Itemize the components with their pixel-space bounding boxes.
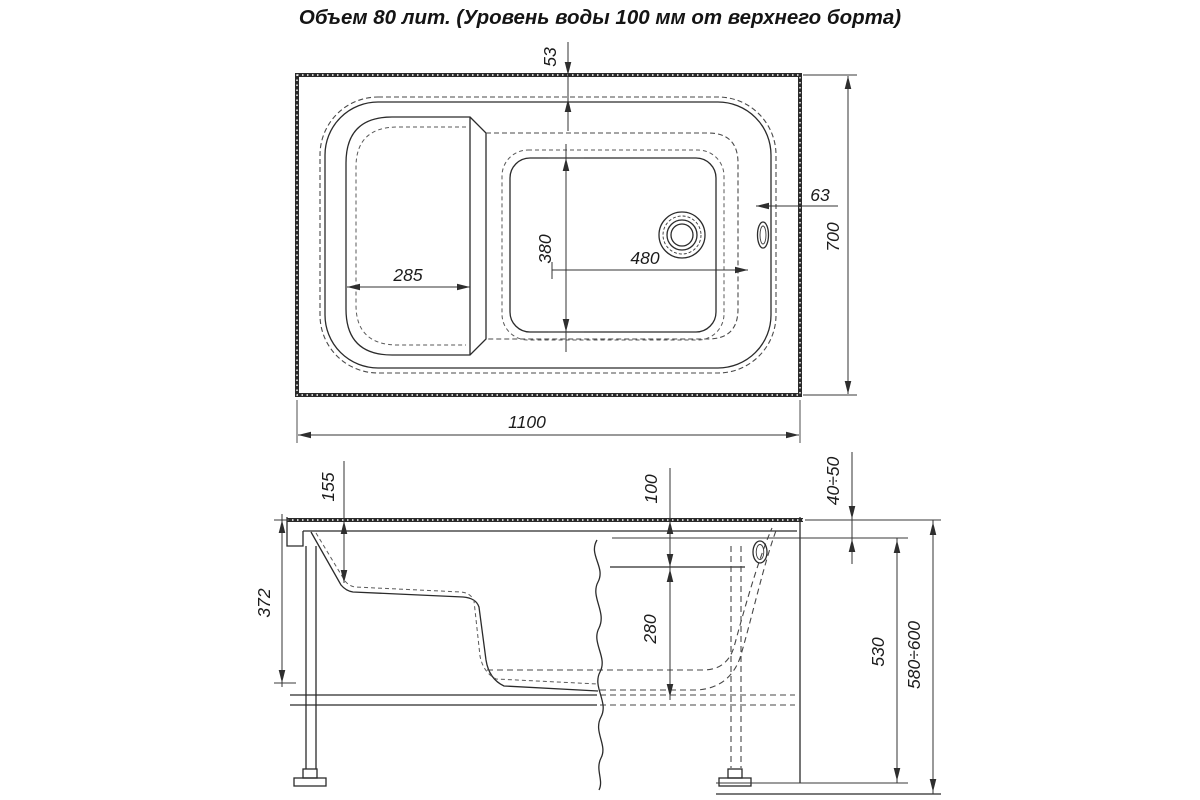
dim-label-480: 480 — [630, 248, 659, 268]
overflow-top — [756, 221, 770, 249]
bowl-bottom-dashed — [501, 149, 725, 341]
support-frame — [290, 517, 801, 787]
break-wavy-line — [593, 539, 604, 791]
bowl-exterior-bottom-hidden — [600, 527, 778, 691]
dim-overflow-63: 63 — [756, 185, 838, 210]
seat-outline — [345, 116, 487, 356]
overflow-side-inner — [755, 544, 765, 560]
overflow-outer — [756, 221, 770, 249]
drain-hole — [670, 223, 694, 247]
dim-bottom-480: 480 — [551, 248, 748, 279]
rim-left-lip — [286, 517, 304, 547]
drain — [658, 211, 706, 259]
dim-label-580-600: 580÷600 — [904, 621, 924, 689]
dim-label-100: 100 — [641, 474, 661, 503]
dim-label-280: 280 — [640, 614, 660, 644]
left-foot-plate — [293, 777, 327, 787]
tub-profile-outer — [310, 531, 599, 692]
right-foot-plate — [718, 777, 752, 787]
dim-label-380: 380 — [535, 234, 555, 263]
dim-label-372: 372 — [254, 588, 274, 617]
dim-label-155: 155 — [318, 472, 338, 501]
dim-label-40-50: 40÷50 — [823, 456, 843, 505]
drawing-title: Объем 80 лит. (Уровень воды 100 мм от ве… — [299, 6, 901, 29]
dim-length-1100: 1100 — [296, 400, 801, 443]
dim-rim-top-53: 53 — [540, 42, 572, 131]
left-foot-stem — [302, 768, 318, 779]
dim-seat-285: 285 — [347, 265, 470, 291]
dim-label-285: 285 — [392, 265, 422, 285]
drain-mid-ring — [666, 219, 698, 251]
dim-label-53: 53 — [540, 47, 560, 67]
bowl-top-contour-dashed — [486, 132, 739, 340]
overflow-side — [752, 540, 768, 564]
bowl-interior-bottom-hidden — [487, 527, 773, 671]
dim-water-100-280: 100 280 — [640, 468, 674, 700]
drain-dashed-ring — [662, 215, 702, 255]
top-view: 53 63 700 1100 — [295, 42, 857, 443]
seat-inner-dashed — [355, 126, 466, 346]
dim-label-1100: 1100 — [508, 412, 546, 432]
right-foot-stem — [727, 768, 743, 779]
rim-inner-contour-dashed — [319, 96, 777, 374]
tub-profile-inner-dashed — [315, 532, 599, 685]
dim-label-63: 63 — [810, 185, 830, 205]
dim-label-530: 530 — [868, 637, 888, 666]
dim-rim-flange-40-50: 40÷50 — [823, 452, 856, 564]
dim-depth-372: 372 — [254, 514, 296, 687]
dim-label-700: 700 — [823, 222, 843, 251]
dim-bottom-380: 380 — [535, 144, 584, 352]
tub-outer-edge-texture — [296, 74, 801, 396]
overflow-inner — [759, 225, 767, 245]
rim-inner-contour — [324, 101, 772, 369]
dim-overall-height-580-600: 580÷600 — [904, 520, 937, 794]
drain-outer-ring — [658, 211, 706, 259]
bowl-flat-bottom — [509, 157, 717, 333]
side-view: 155 372 100 280 40÷50 — [254, 452, 941, 795]
dim-body-height-530: 530 — [868, 538, 901, 783]
dim-seat-depth-155: 155 — [318, 461, 348, 583]
dim-width-700: 700 — [803, 74, 857, 396]
